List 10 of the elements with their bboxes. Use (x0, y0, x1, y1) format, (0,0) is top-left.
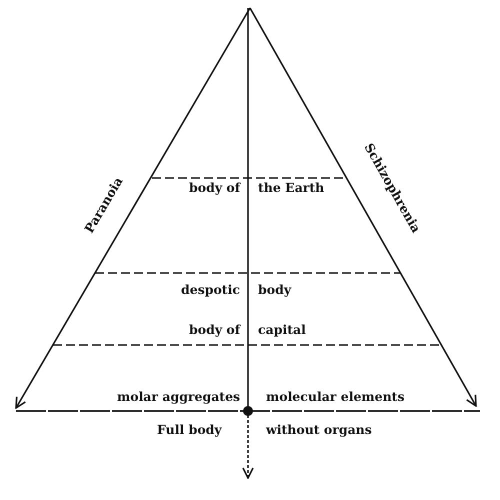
level-label: body of (189, 182, 240, 194)
level-label: body (258, 284, 292, 296)
level-label: molar aggregates (117, 390, 240, 403)
level-label: molecular elements (266, 390, 404, 403)
level-label: without organs (266, 424, 372, 436)
level-label: body of (189, 324, 240, 336)
level-label: despotic (181, 284, 240, 296)
level-label: capital (258, 324, 306, 336)
level-label: the Earth (258, 182, 324, 194)
level-label: Full body (157, 424, 222, 436)
